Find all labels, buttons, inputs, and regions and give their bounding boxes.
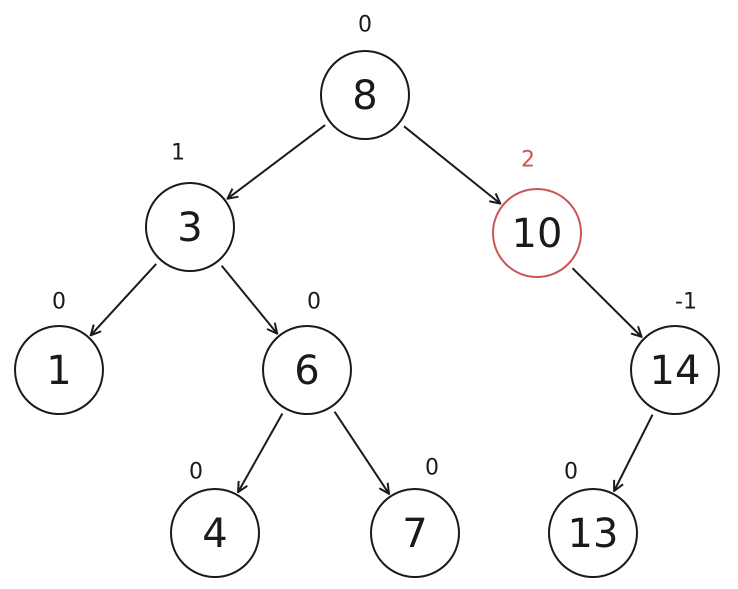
- node-value: 6: [294, 348, 319, 394]
- node-circle: [630, 325, 720, 415]
- tree-node-7: 70: [370, 456, 460, 578]
- node-circle: [370, 488, 460, 578]
- balance-factor-label: 2: [521, 148, 535, 173]
- node-circle: [170, 488, 260, 578]
- balance-factor-label: 0: [425, 456, 439, 481]
- node-value: 13: [568, 511, 619, 557]
- node-circle: [14, 325, 104, 415]
- edge-n14-to-n13: [614, 414, 654, 491]
- node-circle: [320, 50, 410, 140]
- edge-n6-to-n7: [333, 411, 389, 494]
- balance-factor-label: 0: [564, 460, 578, 485]
- edge-n8-to-n3: [228, 124, 326, 199]
- edge-n8-to-n10: [403, 125, 500, 203]
- edge-n3-to-n1: [91, 263, 157, 335]
- balance-factor-label: -1: [675, 290, 697, 315]
- node-value: 14: [650, 348, 701, 394]
- tree-node-10: 10 2: [492, 148, 582, 278]
- node-value: 1: [46, 348, 71, 394]
- node-value: 4: [202, 511, 227, 557]
- balance-factor-label: 1: [171, 141, 185, 166]
- tree-node-8: 80: [320, 13, 410, 140]
- edge-n10-to-n14: [571, 267, 642, 337]
- edges: [91, 124, 654, 494]
- balance-factor-label: 0: [189, 460, 203, 485]
- tree-node-6: 60: [262, 290, 352, 415]
- tree-node-3: 31: [145, 141, 235, 272]
- balance-factor-label: 0: [358, 13, 372, 38]
- edge-n6-to-n4: [238, 413, 284, 493]
- tree-node-4: 40: [170, 460, 260, 578]
- node-value: 8: [352, 73, 377, 119]
- edge-n3-to-n6: [220, 265, 278, 334]
- tree-node-1: 10: [14, 290, 104, 415]
- tree-node-14: 14 -1: [630, 290, 720, 415]
- node-value: 7: [402, 511, 427, 557]
- node-circle: [145, 182, 235, 272]
- node-value: 3: [177, 205, 202, 251]
- tree-node-13: 13 0: [548, 460, 638, 578]
- balance-factor-label: 0: [52, 290, 66, 315]
- node-circle: [492, 188, 582, 278]
- node-circle: [548, 488, 638, 578]
- node-circle: [262, 325, 352, 415]
- balance-factor-label: 0: [307, 290, 321, 315]
- node-value: 10: [512, 211, 563, 257]
